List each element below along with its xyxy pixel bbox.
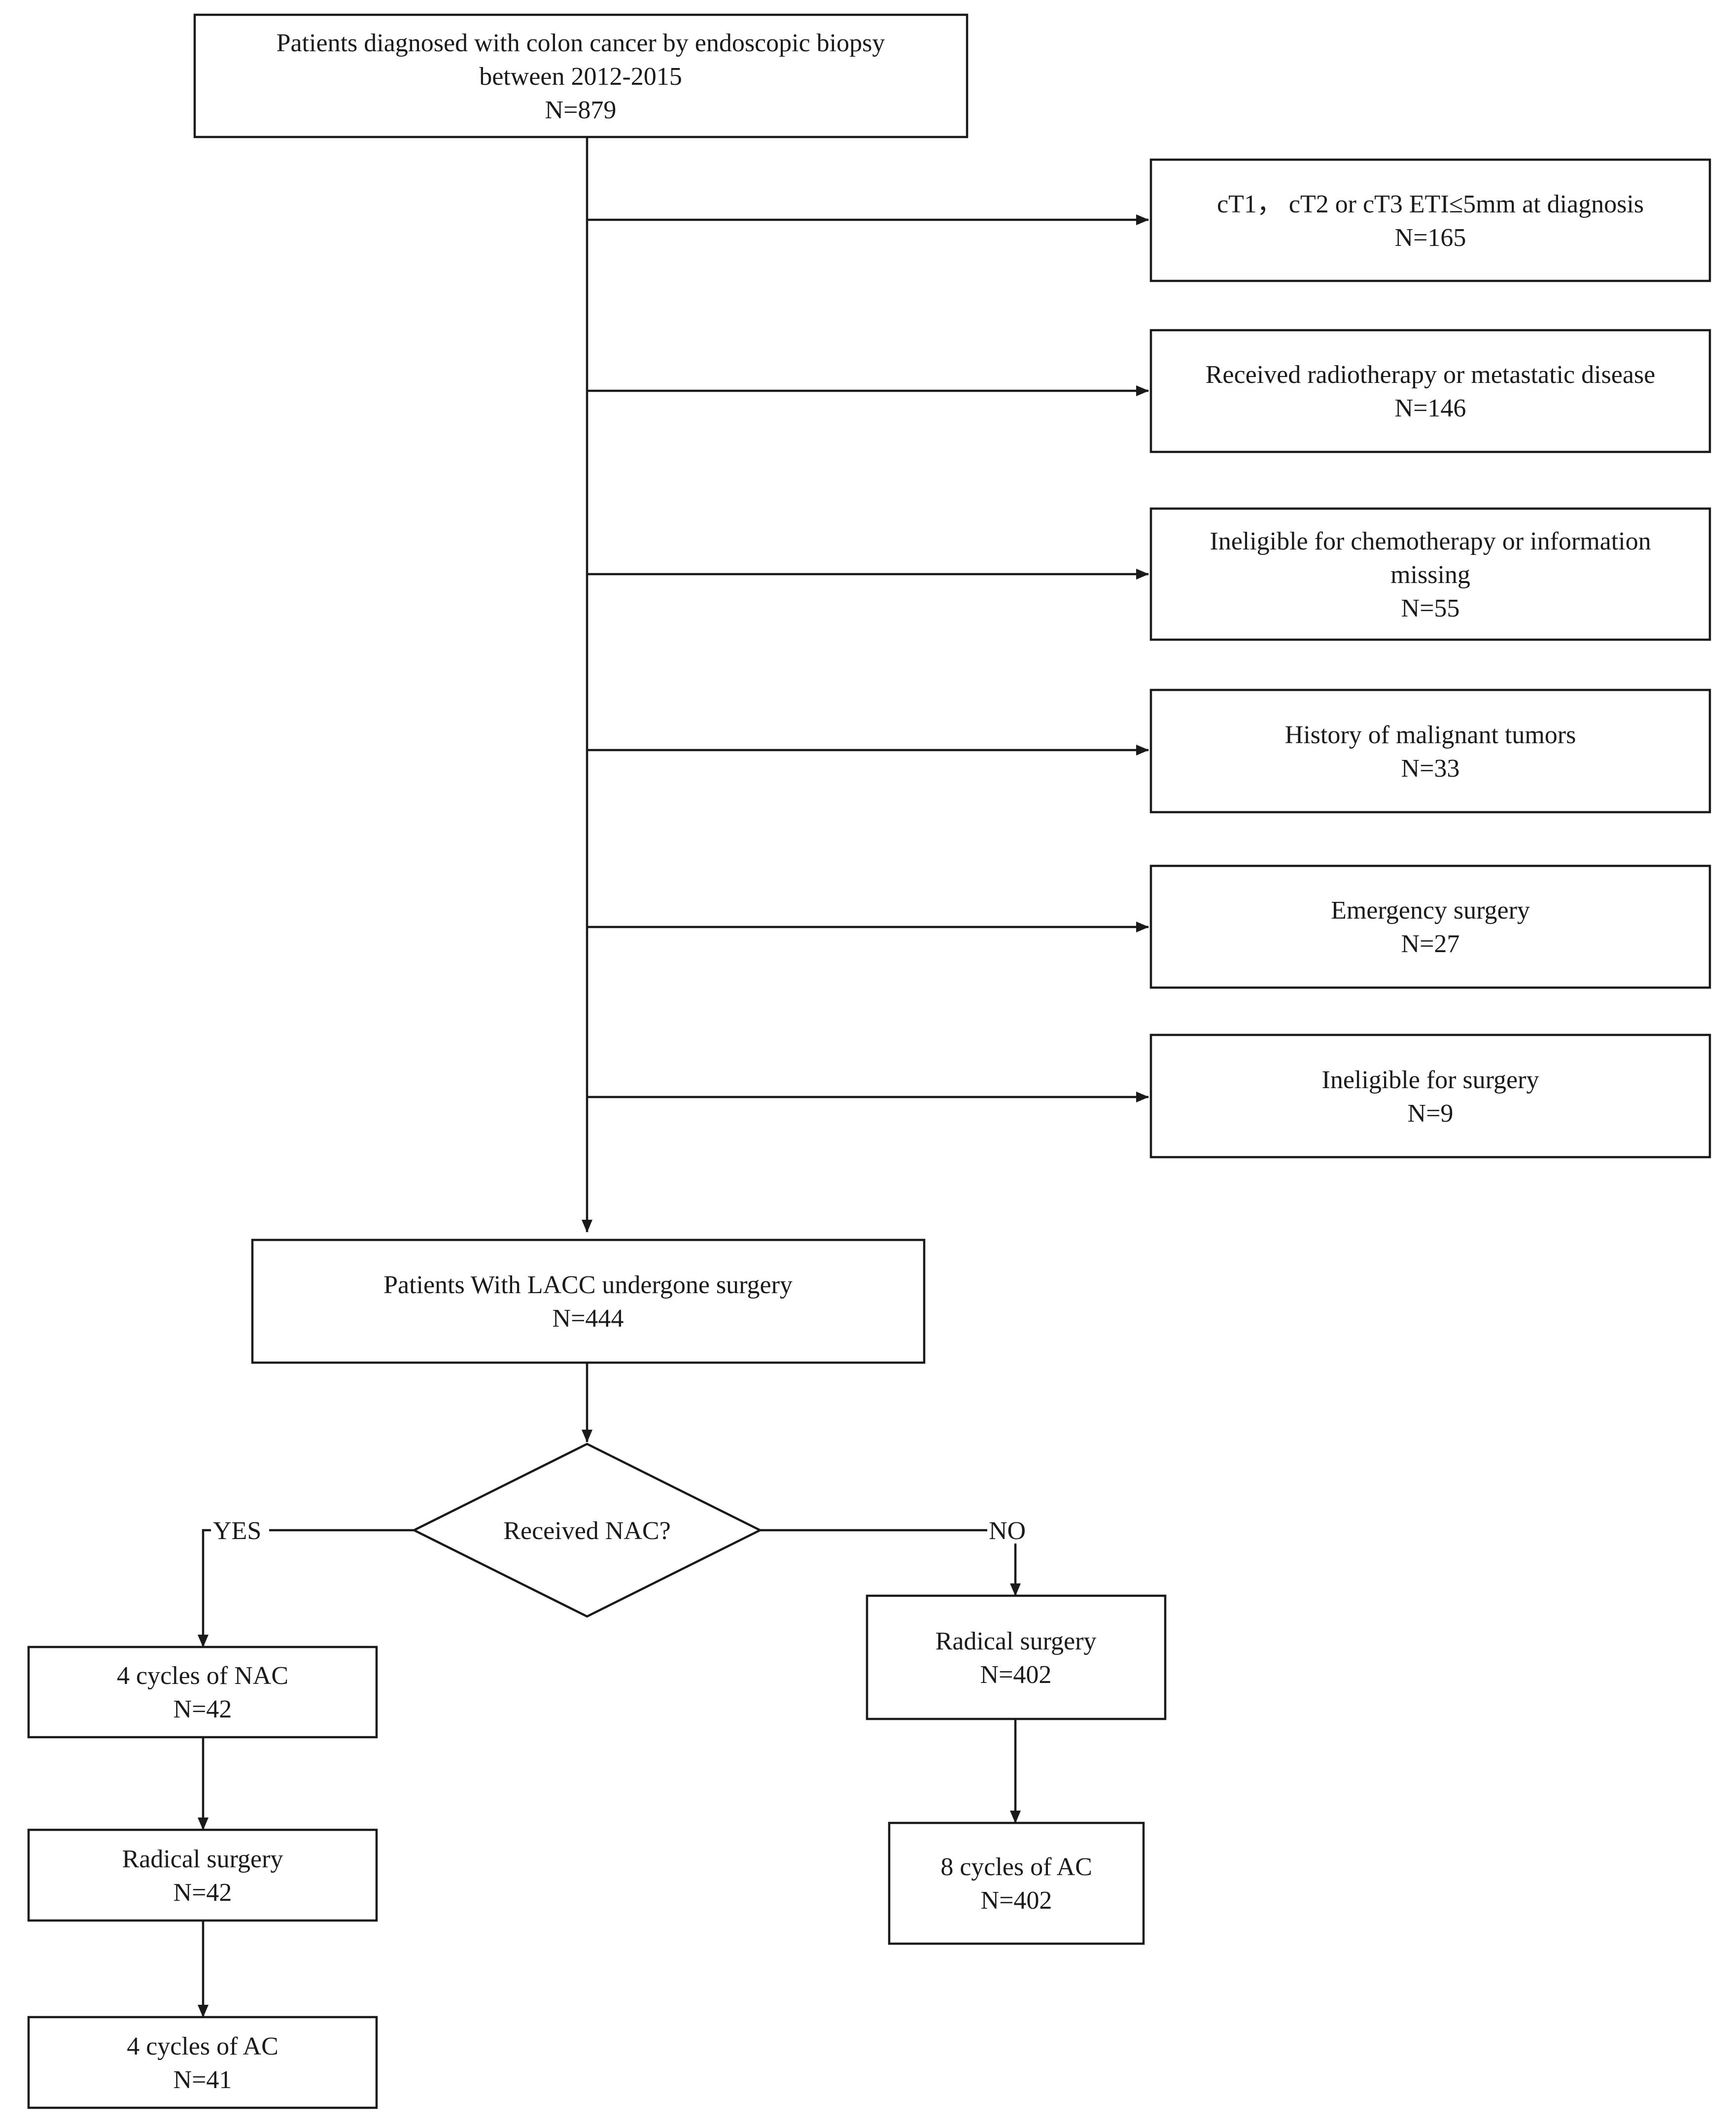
exclusion-box-3-text: Ineligible for chemotherapy or informati… <box>1210 527 1651 622</box>
excl3-line-2: N=55 <box>1401 594 1460 622</box>
decision-diamond-text: Received NAC? <box>503 1517 670 1545</box>
nac-box-text: 4 cycles of NAC N=42 <box>117 1662 288 1723</box>
exclusion-box-1 <box>1149 158 1711 282</box>
ac-no-box <box>888 1821 1145 1945</box>
excl4-line-0: History of malignant tumors <box>1285 721 1576 749</box>
yes-branch-line <box>198 1529 414 1647</box>
start-line-1: between 2012-2015 <box>479 63 682 91</box>
radical_yes-line-0: Radical surgery <box>122 1845 283 1873</box>
start-line-2: N=879 <box>545 96 617 124</box>
nac-line-0: 4 cycles of NAC <box>117 1662 288 1690</box>
exclusion-box-2 <box>1149 329 1711 453</box>
exclusion-box-4 <box>1149 688 1711 814</box>
radical_yes-line-1: N=42 <box>174 1879 232 1907</box>
excl1-line-0: cT1， cT2 or cT3 ETI≤5mm at diagnosis <box>1217 190 1644 218</box>
exclusion-box-3 <box>1149 507 1711 641</box>
yes-label: YES <box>213 1517 261 1545</box>
ac-yes-box <box>27 2016 378 2109</box>
lacc-box <box>251 1238 926 1364</box>
ac_no-line-0: 8 cycles of AC <box>940 1853 1092 1881</box>
excl6-line-1: N=9 <box>1408 1099 1454 1128</box>
excl3-line-0: Ineligible for chemotherapy or informati… <box>1210 527 1651 555</box>
connectors <box>198 137 1149 2018</box>
excl5-line-1: N=27 <box>1401 930 1460 958</box>
excl3-line-1: missing <box>1390 561 1470 589</box>
ac-yes-box-text: 4 cycles of AC N=41 <box>127 2032 278 2094</box>
nac-box <box>27 1646 378 1739</box>
excl2-line-1: N=146 <box>1395 394 1466 422</box>
no-label: NO <box>989 1517 1026 1545</box>
ac-no-box-text: 8 cycles of AC N=402 <box>940 1853 1092 1915</box>
excl5-line-0: Emergency surgery <box>1331 896 1530 925</box>
start-box <box>193 13 969 138</box>
lacc-line-0: Patients With LACC undergone surgery <box>383 1271 793 1299</box>
radical-surgery-no-box <box>866 1594 1167 1720</box>
ac_yes-line-1: N=41 <box>174 2066 232 2094</box>
yes-label-bg <box>211 1517 269 1544</box>
excl4-line-1: N=33 <box>1401 755 1460 783</box>
decision-diamond <box>411 1442 763 1618</box>
start-line-0: Patients diagnosed with colon cancer by … <box>277 29 885 57</box>
radical-surgery-yes-box <box>27 1828 378 1922</box>
decision-line-0: Received NAC? <box>503 1517 670 1545</box>
start-box-text: Patients diagnosed with colon cancer by … <box>277 29 885 124</box>
excl2-line-0: Received radiotherapy or metastatic dise… <box>1206 361 1656 389</box>
no-branch-line <box>760 1529 1021 1596</box>
excl1-line-1: N=165 <box>1395 224 1466 252</box>
ac_no-line-1: N=402 <box>981 1887 1052 1915</box>
radical_no-line-0: Radical surgery <box>936 1627 1097 1655</box>
ac_yes-line-0: 4 cycles of AC <box>127 2032 278 2060</box>
excl6-line-0: Ineligible for surgery <box>1322 1066 1539 1094</box>
nac-line-1: N=42 <box>174 1695 232 1723</box>
exclusion-box-6 <box>1149 1033 1711 1159</box>
exclusion-box-5 <box>1149 864 1711 989</box>
exclusion-box-2-text: Received radiotherapy or metastatic dise… <box>1206 361 1656 422</box>
lacc-line-1: N=444 <box>553 1304 624 1333</box>
boxes: Patients diagnosed with colon cancer by … <box>27 13 1711 2109</box>
no-label-bg <box>987 1517 1038 1544</box>
radical_no-line-1: N=402 <box>980 1661 1052 1689</box>
